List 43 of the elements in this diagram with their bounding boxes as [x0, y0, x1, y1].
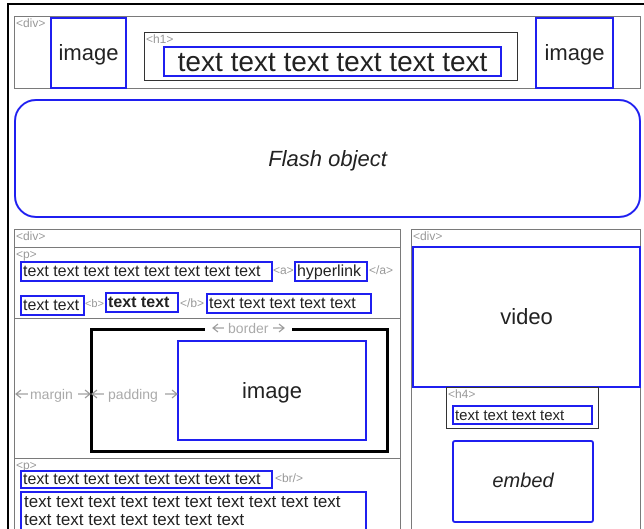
- box-model-label: padding: [108, 387, 158, 401]
- tag-label: <p>: [16, 248, 37, 261]
- paragraph-text: text text: [20, 295, 85, 316]
- flash-object-frame: [14, 99, 641, 218]
- hyperlink-text: hyperlink: [294, 261, 368, 282]
- tag-label: <h4>: [448, 388, 476, 401]
- placeholder-label: text text text text text text: [178, 46, 488, 78]
- section-outline: [14, 247, 401, 319]
- tag-label: <div>: [413, 230, 442, 243]
- tag-label: <h1>: [146, 33, 174, 46]
- paragraph-text: text text text text text text text text: [20, 470, 273, 489]
- section-outline: [446, 387, 599, 429]
- tag-label: <p>: [16, 459, 37, 472]
- placeholder-label: Flash object: [268, 146, 387, 172]
- paragraph-text: text text text text text: [206, 293, 372, 314]
- box-model-label: margin: [30, 387, 73, 401]
- bold-text: text text: [105, 292, 179, 313]
- video-frame: [412, 246, 641, 388]
- placeholder-label: image: [242, 378, 302, 404]
- embed-frame: [452, 440, 594, 523]
- section-outline: [14, 458, 401, 529]
- image-frame: [50, 17, 127, 89]
- section-outline: [14, 16, 641, 89]
- image-frame: [535, 17, 614, 89]
- heading-text: text text text text: [452, 405, 593, 425]
- section-outline: [144, 32, 518, 81]
- tag-label: <div>: [16, 17, 46, 30]
- box-model-label: border: [228, 321, 268, 335]
- section-outline: [14, 229, 401, 529]
- tag-label: <br/>: [275, 471, 304, 485]
- tag-label: <a>: [273, 263, 294, 277]
- placeholder-label: image: [58, 40, 118, 66]
- section-outline: [411, 229, 641, 529]
- paragraph-text: text text text text text text text text: [20, 261, 273, 282]
- paragraph-text: text text text text text text text text text text text text text text text text text: [20, 491, 367, 529]
- tag-label: </a>: [369, 263, 394, 277]
- placeholder-label: image: [544, 40, 604, 66]
- placeholder-label: video: [500, 304, 553, 330]
- tag-label: </b>: [180, 296, 204, 310]
- tag-label: <b>: [85, 297, 104, 311]
- placeholder-label: embed: [492, 470, 554, 493]
- image-frame: [177, 340, 367, 441]
- tag-label: <div>: [16, 230, 46, 243]
